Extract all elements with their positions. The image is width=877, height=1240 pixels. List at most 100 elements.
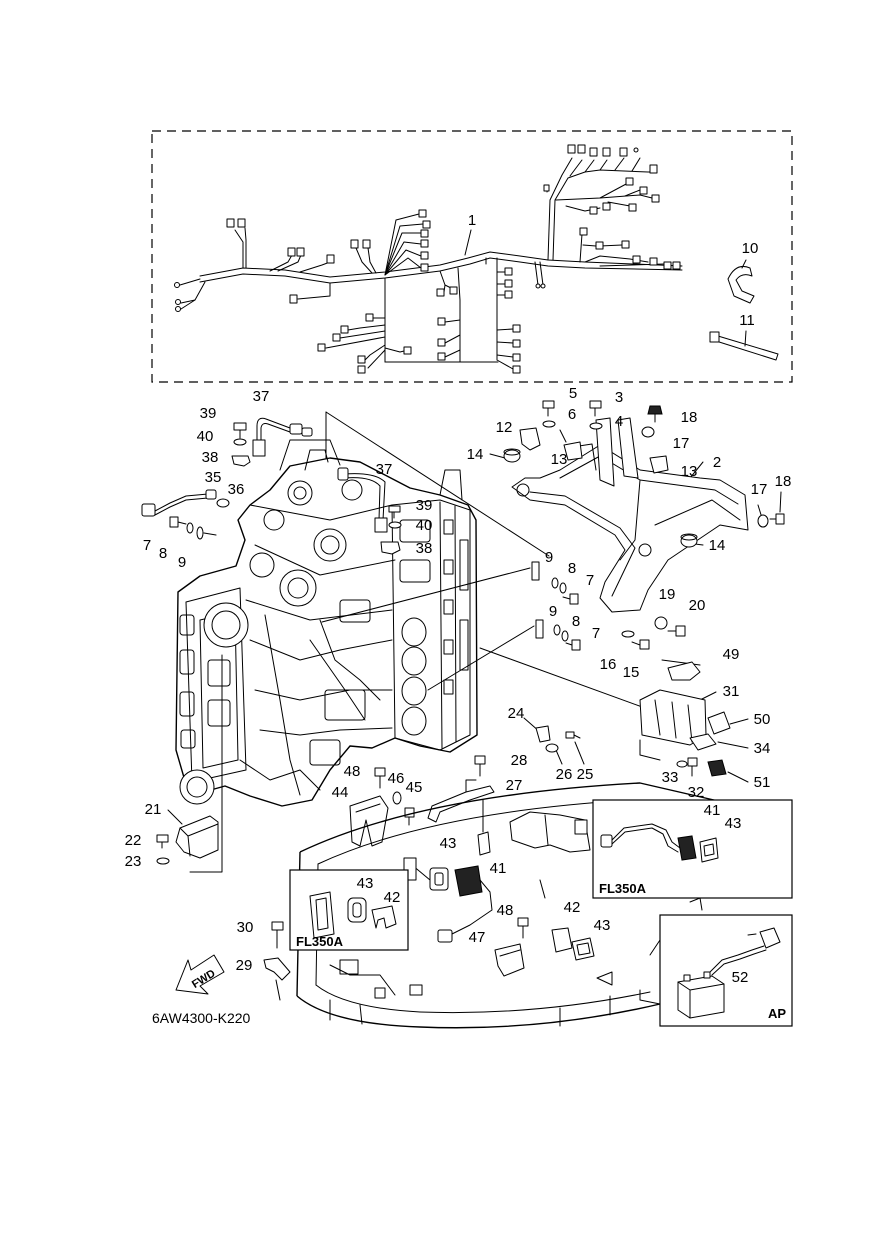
connector (535, 725, 551, 743)
drawing-number: 6AW4300-K220 (152, 1010, 251, 1026)
forward-arrow: FWD (175, 954, 225, 995)
clip (689, 733, 717, 751)
callout-label: 37 (376, 461, 393, 478)
clamp (231, 455, 251, 467)
callout-label: 27 (506, 777, 523, 794)
sensor-lead (141, 489, 217, 517)
callout-label: 33 (662, 769, 679, 786)
callout-label: 9 (549, 603, 557, 620)
washer (561, 630, 569, 642)
callout-label: 24 (508, 705, 525, 722)
callout-label: 8 (572, 613, 580, 630)
clip (707, 711, 731, 735)
callout-label: 34 (754, 740, 771, 757)
wire-bracket (427, 779, 495, 823)
callout-label: 48 (344, 763, 361, 780)
washer (186, 522, 194, 534)
callout-label: 18 (775, 473, 792, 490)
cable-holder (494, 943, 525, 977)
inset-variant-label: AP (768, 1006, 786, 1021)
callout-label: 45 (406, 779, 423, 796)
inset-variant-label: FL350A (599, 881, 647, 896)
callout-label: 7 (586, 572, 594, 589)
callout-label: 44 (332, 784, 349, 801)
wire-clamp (727, 259, 755, 304)
callout-label: 7 (592, 625, 600, 642)
inset-right: FL350A (592, 799, 793, 899)
washer (542, 420, 556, 428)
callout-label: 32 (688, 784, 705, 801)
callout-label: 6 (568, 406, 576, 423)
bolt (769, 513, 785, 525)
callout-label: 14 (467, 446, 484, 463)
callout-label: 50 (754, 711, 771, 728)
callout-label: 31 (723, 683, 740, 700)
bottom-cowling (296, 782, 793, 1029)
callout-label: 43 (725, 815, 742, 832)
gasket (571, 937, 595, 961)
callout-label: 38 (202, 449, 219, 466)
bracket (531, 561, 540, 581)
callout-label: 8 (159, 545, 167, 562)
callout-label: 4 (615, 413, 623, 430)
bolt (404, 807, 415, 826)
relay-bracket (639, 689, 707, 761)
clip (519, 427, 541, 451)
harness-bracket (511, 417, 749, 613)
callout-label: 40 (416, 517, 433, 534)
bolt (565, 731, 581, 739)
wire-harness (179, 157, 683, 370)
cable-tie (709, 330, 779, 361)
harness-connectors (174, 144, 681, 374)
oil-pressure-sensor (252, 417, 313, 457)
bolt (169, 516, 187, 528)
gasket (429, 867, 449, 891)
mount-bracket (509, 811, 591, 853)
callout-label: 2 (713, 454, 721, 471)
fuse-holder (477, 799, 491, 856)
washer (676, 760, 688, 768)
callout-label: 5 (569, 385, 577, 402)
inset-variant-label: FL350A (296, 934, 344, 949)
callout-label: 17 (673, 435, 690, 452)
bolt (156, 834, 169, 849)
callout-label: 46 (388, 770, 405, 787)
callout-label: 29 (236, 957, 253, 974)
collar (654, 616, 668, 630)
callout-label: 28 (511, 752, 528, 769)
harness-detail-box (151, 130, 793, 383)
callout-label: 36 (228, 481, 245, 498)
washer (196, 526, 217, 540)
callout-label: 39 (416, 497, 433, 514)
callout-label: 20 (689, 597, 706, 614)
temperature-sensor (337, 467, 388, 533)
callout-label: 42 (384, 889, 401, 906)
washer (233, 438, 247, 446)
callout-label: 51 (754, 774, 771, 791)
callout-label: 38 (416, 540, 433, 557)
engine-block (175, 439, 478, 807)
callout-label: 11 (739, 312, 755, 329)
clip (545, 743, 559, 753)
callout-label: 35 (205, 469, 222, 486)
callout-label: 41 (704, 802, 721, 819)
callout-label: 19 (659, 586, 676, 603)
collar (757, 514, 769, 528)
callout-label: 42 (564, 899, 581, 916)
inset-battery: AP (659, 914, 793, 1027)
bolt (233, 422, 247, 439)
callout-label: 16 (600, 656, 617, 673)
bolt (647, 405, 663, 423)
bolt (565, 639, 581, 651)
grommet (680, 533, 698, 548)
callout-label: 47 (469, 929, 486, 946)
callout-label: 37 (253, 388, 270, 405)
clamp (380, 541, 401, 555)
callout-label: 23 (125, 853, 142, 870)
callout-label: 26 (556, 766, 573, 783)
collar (641, 426, 655, 438)
callout-label: 21 (145, 801, 162, 818)
bolt (388, 505, 401, 519)
callout-labels: 1 10 11 37 39 40 38 35 36 7 8 9 37 39 40… (125, 212, 792, 986)
bolt (517, 917, 529, 939)
